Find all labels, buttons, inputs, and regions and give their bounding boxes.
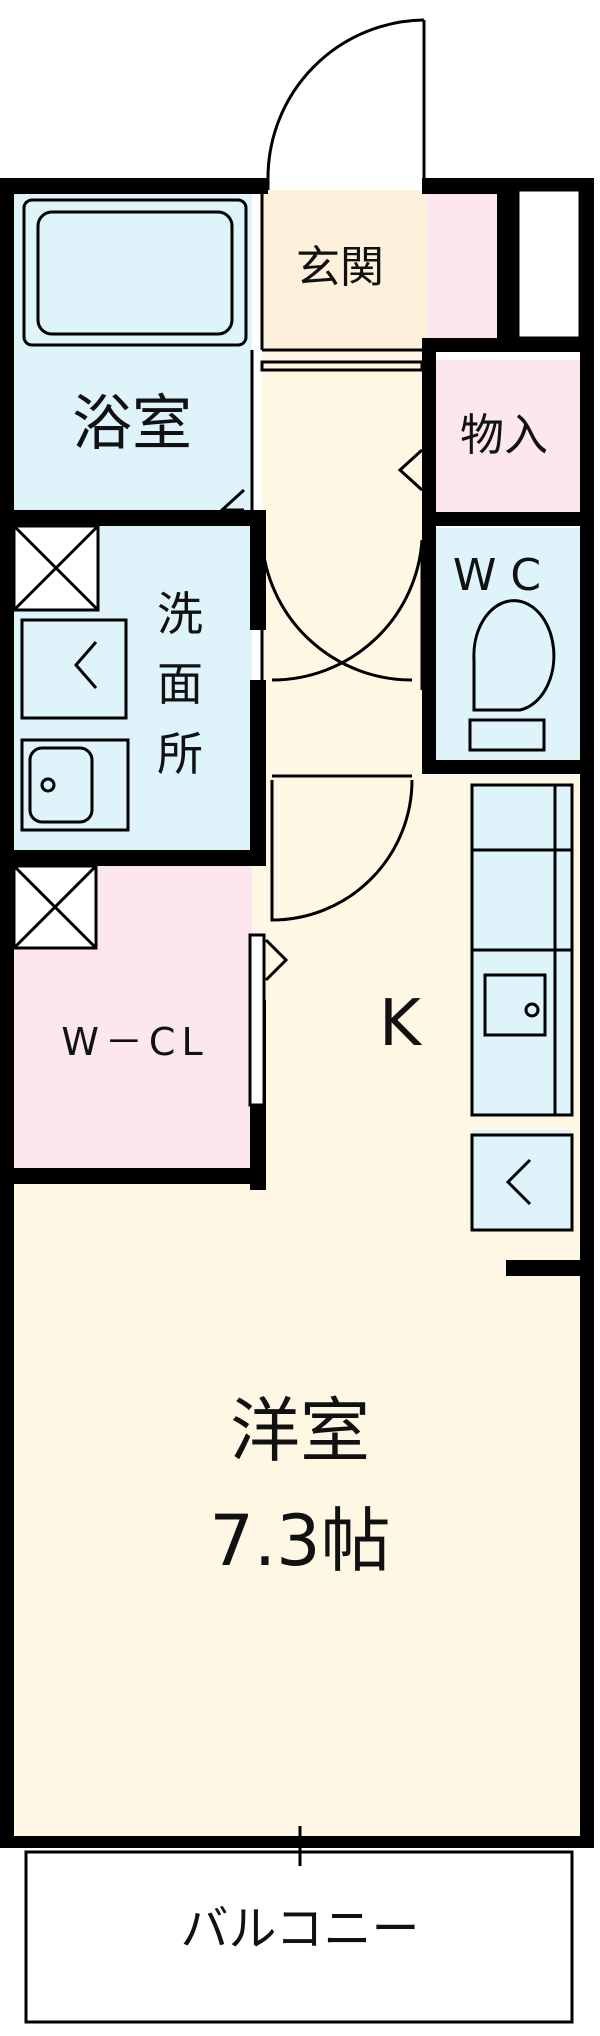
entrance-door bbox=[266, 18, 426, 190]
bath-label: 浴室 bbox=[72, 389, 192, 459]
shoe-box bbox=[427, 190, 497, 350]
toilet-fixture bbox=[468, 599, 556, 752]
western-room-size: 7.3帖 bbox=[209, 1500, 390, 1582]
balcony bbox=[24, 1826, 574, 2024]
washroom-fixtures bbox=[12, 524, 130, 832]
washroom-label: 洗 面 所 bbox=[157, 587, 203, 781]
kitchen-label: K bbox=[379, 987, 423, 1061]
toilet-label: WC bbox=[453, 550, 555, 601]
genkan-floor bbox=[262, 190, 427, 350]
storage-label: 物入 bbox=[460, 410, 548, 461]
partitions bbox=[250, 190, 424, 512]
balcony-label: バルコニー bbox=[180, 1901, 419, 1957]
closet-label: W－CL bbox=[61, 1020, 208, 1064]
shoe-box-fixture bbox=[516, 188, 582, 340]
washroom-label-line2: 面 bbox=[157, 657, 203, 711]
walls bbox=[0, 178, 594, 1848]
storage-floor bbox=[432, 360, 582, 520]
bathtub bbox=[22, 198, 248, 347]
washroom-label-line1: 洗 bbox=[157, 587, 203, 641]
hallway-doors bbox=[218, 448, 424, 922]
hallway-floor bbox=[262, 350, 422, 775]
western-room-label: 洋室 bbox=[230, 1390, 370, 1472]
genkan-label: 玄関 bbox=[296, 242, 384, 293]
washroom-label-line3: 所 bbox=[157, 727, 203, 781]
closet-fixtures bbox=[12, 864, 289, 1107]
kitchen-fixtures bbox=[470, 783, 574, 1232]
bath-floor bbox=[12, 190, 252, 510]
kitchen-vent bbox=[472, 1130, 572, 1230]
